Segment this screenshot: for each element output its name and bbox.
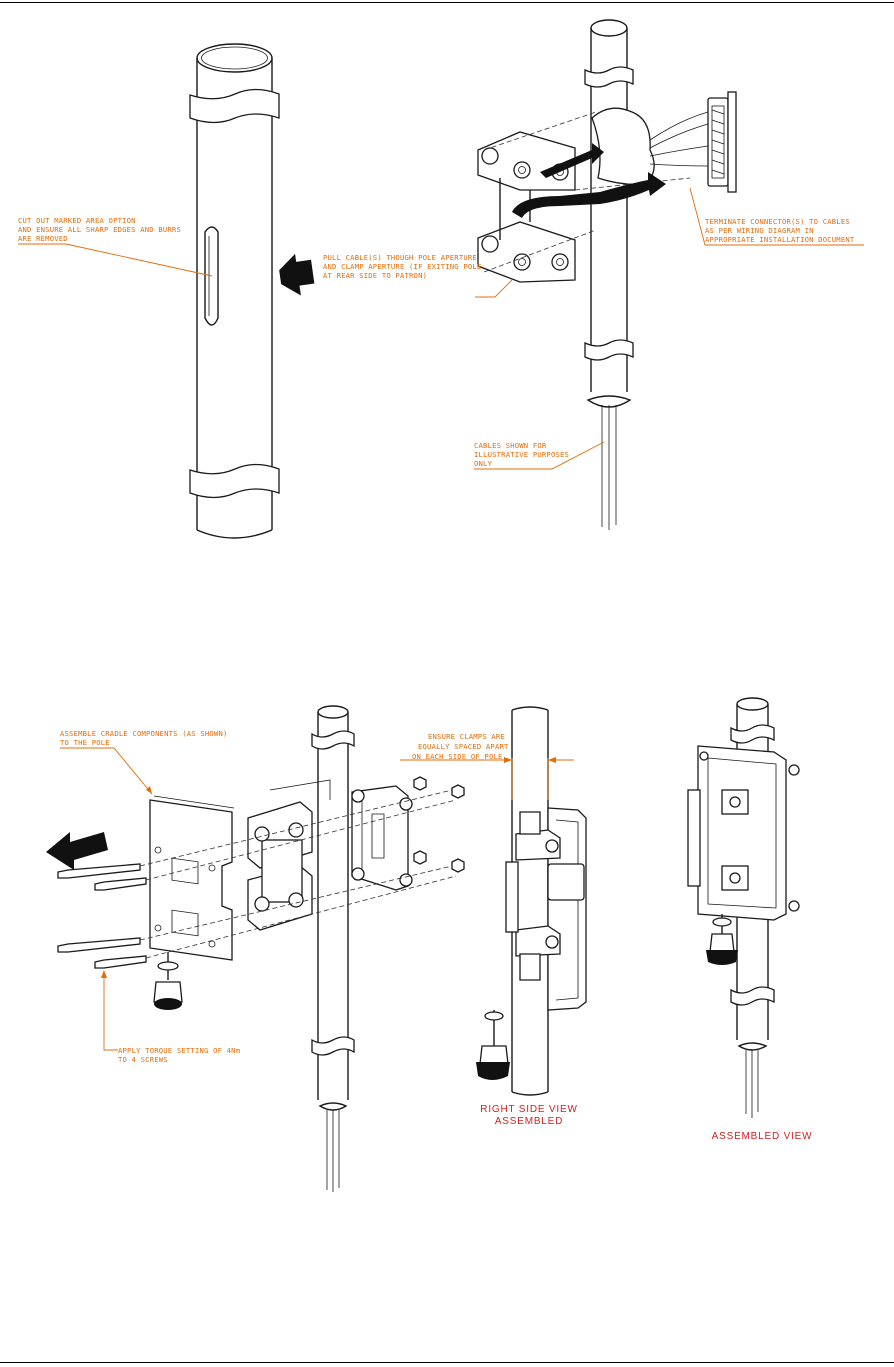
assembled-view-figure — [687, 697, 800, 1118]
assembled-view-label: ASSEMBLED VIEW — [712, 1131, 813, 1142]
right-side-view-label-line-1: RIGHT SIDE VIEW — [480, 1104, 577, 1115]
exploded-cradle-figure — [46, 705, 465, 1192]
bottom-rule — [0, 1362, 894, 1363]
front-plate — [149, 795, 235, 961]
note-cables-shown: CABLES SHOWN FOR ILLUSTRATIVE PURPOSES O… — [474, 441, 605, 470]
note-pull-cables-line-3: AT REAR SIDE TO PATRON) — [323, 271, 427, 280]
connector — [649, 91, 737, 193]
note-torque-line-2: TO 4 SCREWS — [118, 1055, 168, 1064]
note-ensure-clamps: ENSURE CLAMPS ARE EQUALLY SPACED APART O… — [412, 732, 509, 761]
note-cut-out: CUT OUT MARKED AREA OPTION AND ENSURE AL… — [18, 216, 213, 277]
note-ensure-clamps-line-3: ON EACH SIDE OF POLE — [412, 752, 503, 761]
note-assemble-line-1: ASSEMBLE CRADLE COMPONENTS (AS SHOWN) — [60, 729, 228, 738]
note-terminate-line-2: AS PER WIRING DIAGRAM IN — [705, 226, 814, 235]
note-pull-cables: PULL CABLE(S) THOUGH POLE APERTURE AND C… — [323, 253, 513, 298]
right-side-view-figure — [400, 706, 587, 1096]
note-ensure-clamps-line-2: EQUALLY SPACED APART — [418, 742, 509, 751]
cable-pull-figure — [477, 19, 737, 530]
note-pull-cables-line-1: PULL CABLE(S) THOUGH POLE APERTURE — [323, 253, 477, 262]
note-cables-shown-line-2: ILLUSTRATIVE PURPOSES — [474, 450, 569, 459]
note-cut-out-line-2: AND ENSURE ALL SHARP EDGES AND BURRS — [18, 225, 181, 234]
note-cut-out-line-3: ARE REMOVED — [18, 234, 68, 243]
top-rule — [0, 2, 894, 3]
note-terminate: TERMINATE CONNECTOR(S) TO CABLES AS PER … — [689, 187, 864, 246]
clamp-pair — [247, 779, 331, 931]
note-cables-shown-line-3: ONLY — [474, 459, 493, 468]
note-cut-out-line-1: CUT OUT MARKED AREA OPTION — [18, 216, 136, 225]
note-torque: APPLY TORQUE SETTING OF 4Nm TO 4 SCREWS — [101, 970, 240, 1064]
bolt-assembly — [153, 952, 183, 1010]
pole-cutout-figure — [189, 43, 315, 539]
note-terminate-line-1: TERMINATE CONNECTOR(S) TO CABLES — [705, 217, 850, 226]
note-pull-cables-line-2: AND CLAMP APERTURE (IF EXITING POLE — [323, 262, 481, 271]
right-side-view-label-line-2: ASSEMBLED — [495, 1116, 563, 1127]
note-assemble: ASSEMBLE CRADLE COMPONENTS (AS SHOWN) TO… — [60, 729, 228, 795]
note-cables-shown-line-1: CABLES SHOWN FOR — [474, 441, 547, 450]
note-terminate-line-3: APPROPRIATE INSTALLATION DOCUMENT — [705, 235, 855, 244]
clamp-upper — [477, 131, 576, 191]
clamp-lower — [477, 221, 576, 283]
note-torque-line-1: APPLY TORQUE SETTING OF 4Nm — [118, 1046, 240, 1055]
note-ensure-clamps-line-1: ENSURE CLAMPS ARE — [428, 732, 505, 741]
rear-bracket — [351, 785, 413, 891]
screws — [57, 863, 147, 969]
note-assemble-line-2: TO THE POLE — [60, 738, 110, 747]
nuts — [413, 776, 465, 873]
